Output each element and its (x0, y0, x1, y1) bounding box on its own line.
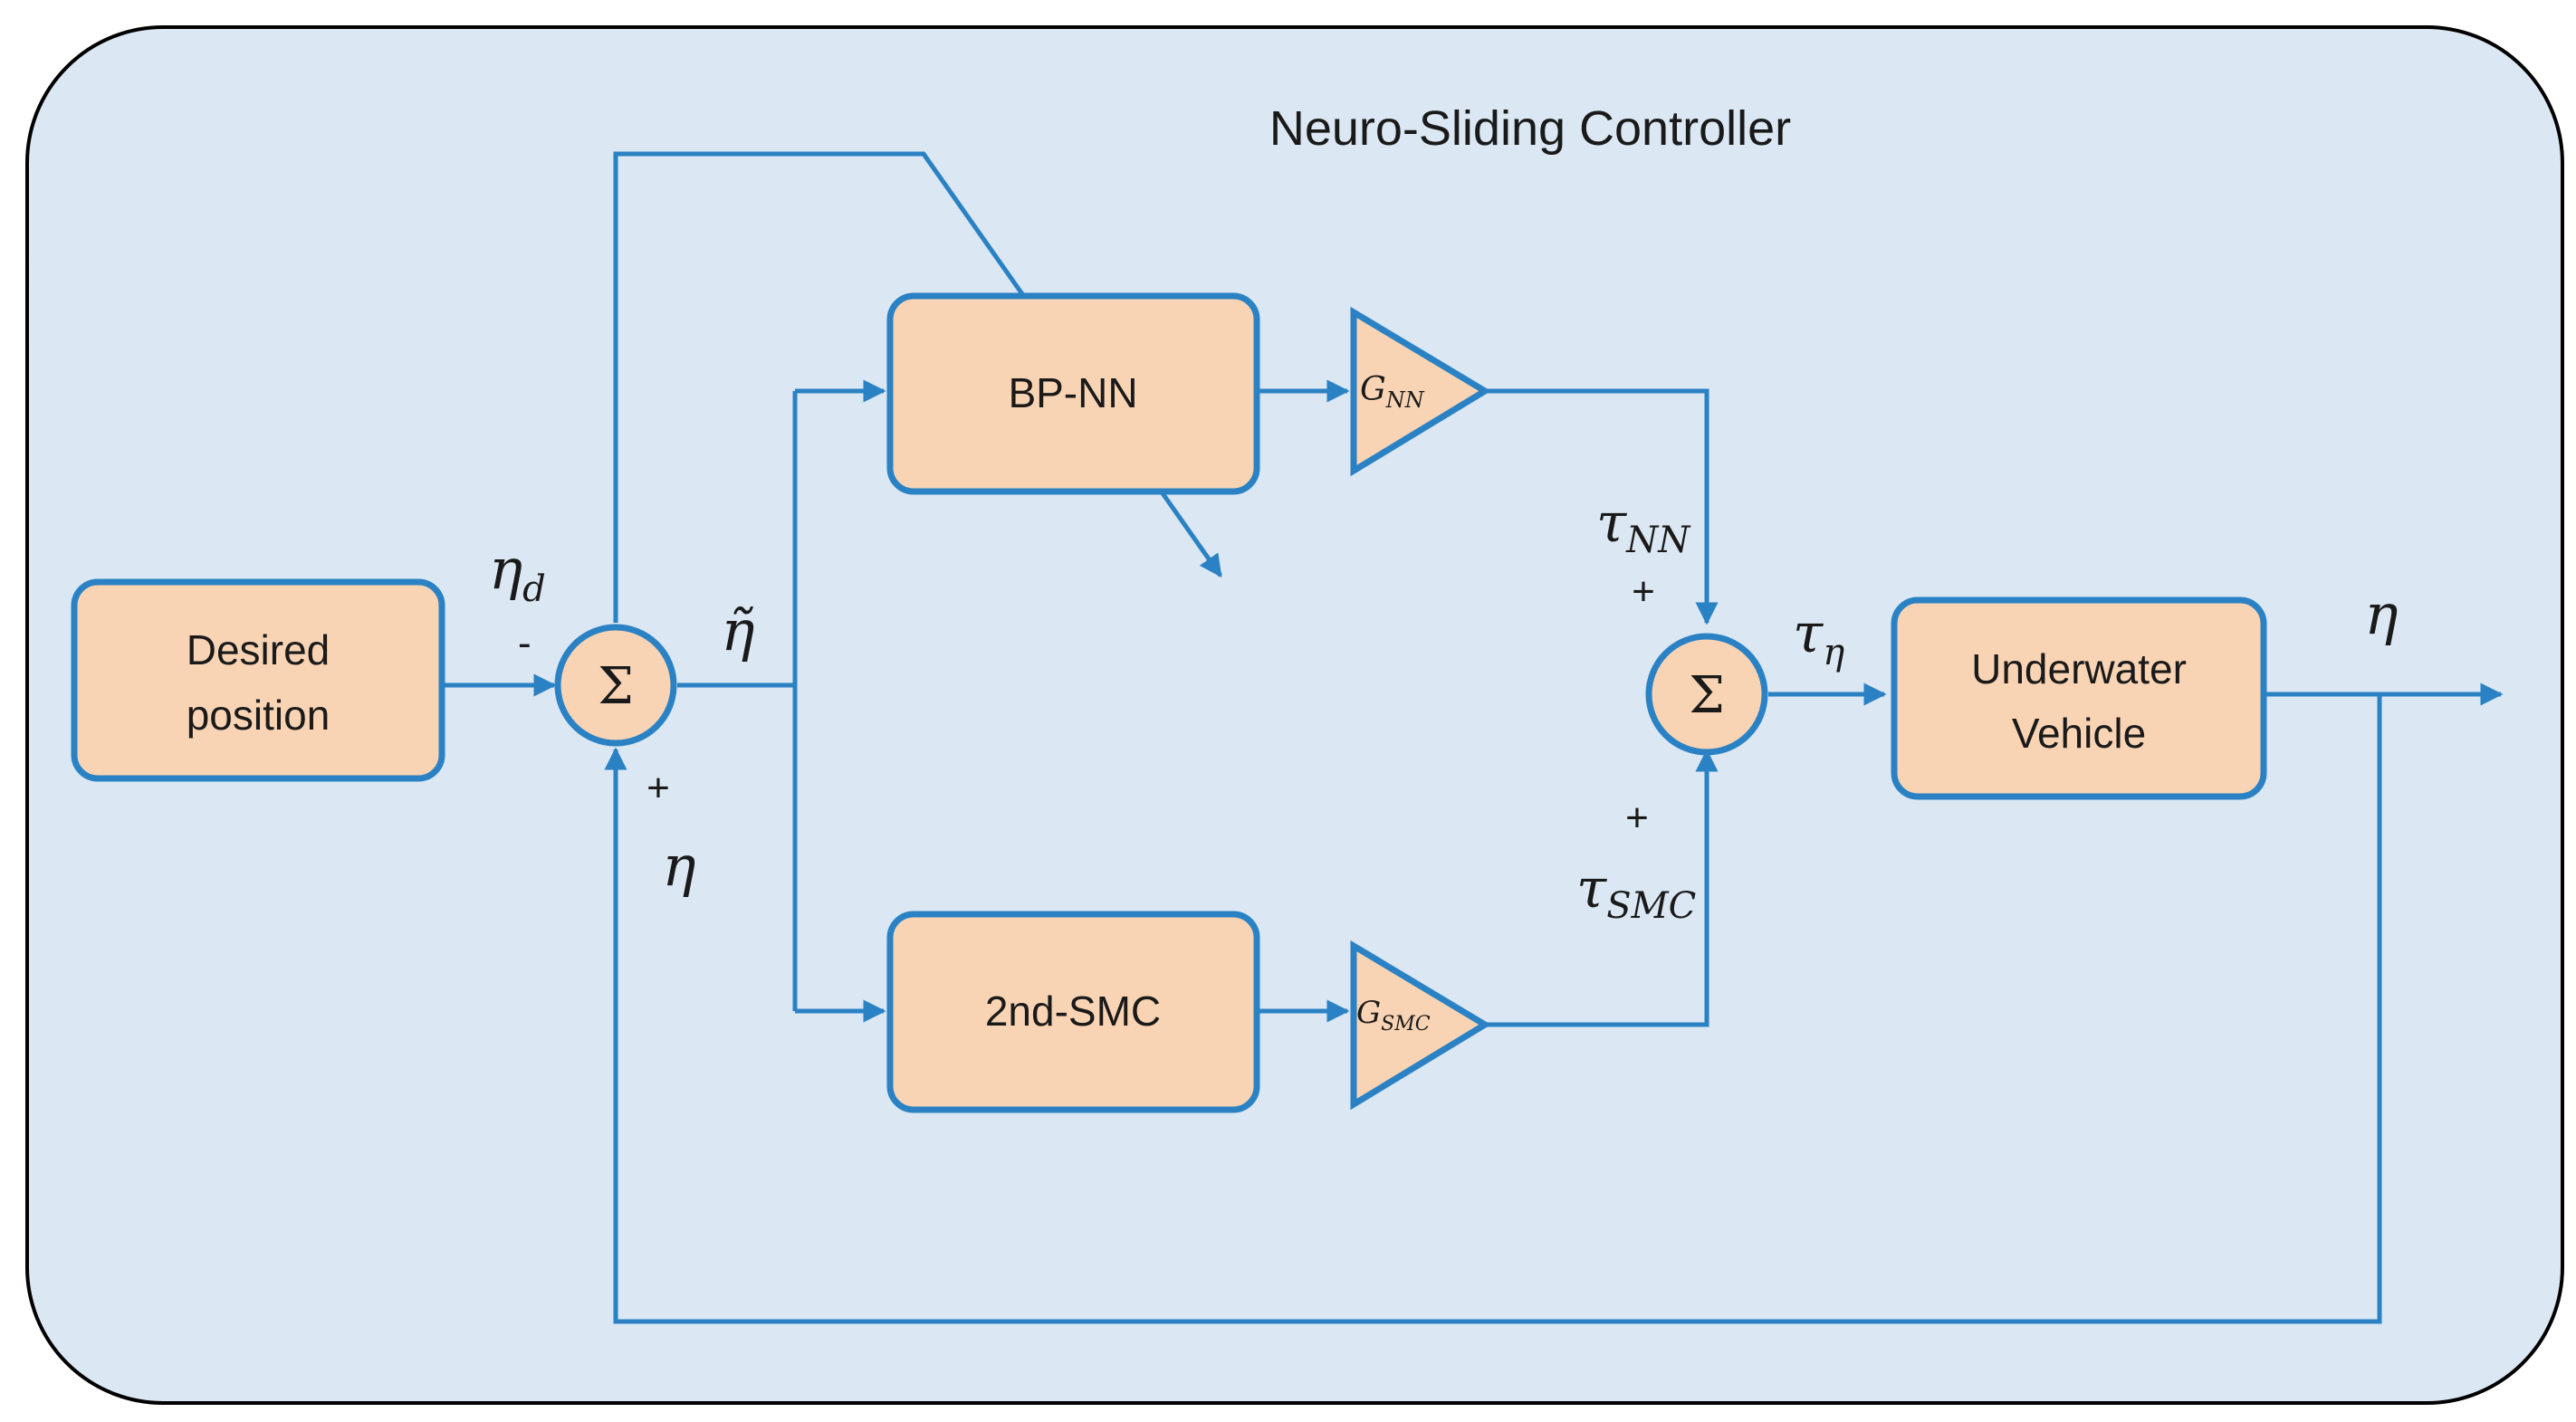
gain-smc-sub: SMC (1381, 1013, 1431, 1035)
gain-smc-base: G (1356, 995, 1381, 1031)
signal-tau-eta-base: τ (1793, 602, 1824, 665)
summing-junction-1: Σ (554, 624, 677, 747)
gain-smc-triangle: GSMC (1350, 940, 1491, 1111)
summing-junction-2: Σ (1645, 633, 1768, 756)
svg-text:GNN: GNN (1360, 371, 1425, 413)
desired-position-block: Desired position (71, 578, 445, 782)
wire-gsmc-to-sum2 (1485, 749, 1719, 1027)
panel-title: Neuro-Sliding Controller (1269, 101, 1791, 156)
signal-tau-nn-sub: NN (1625, 520, 1691, 561)
signal-eta-d: ηd (489, 536, 546, 610)
signal-tau-nn-base: τ (1596, 491, 1627, 555)
signal-tau-smc: τSMC (1576, 857, 1696, 927)
sum1-sign-bottom: + (646, 766, 670, 810)
sum2-sign-top: + (1632, 569, 1655, 614)
signal-tau-eta: τη (1793, 602, 1844, 673)
smc-block: 2nd-SMC (886, 911, 1260, 1113)
gain-nn-sub: NN (1385, 387, 1425, 413)
signal-tau-smc-base: τ (1576, 857, 1607, 921)
signal-eta-output: η (2364, 581, 2398, 647)
sum1-sign-top: - (518, 621, 531, 665)
desired-position-label-line2: position (187, 692, 330, 739)
signal-eta-tilde: η̃ (721, 597, 754, 663)
bp-nn-block: BP-NN (886, 292, 1260, 495)
desired-position-label-line1: Desired (187, 626, 330, 673)
wire-feedback-loop (604, 694, 2382, 1324)
signal-tau-eta-sub: η (1823, 632, 1844, 673)
signal-eta-d-sub: d (522, 568, 546, 610)
underwater-vehicle-block: Underwater Vehicle (1891, 596, 2267, 800)
smc-label: 2nd-SMC (985, 988, 1161, 1035)
sum2-symbol: Σ (1689, 666, 1725, 725)
vehicle-label-line2: Vehicle (2012, 710, 2146, 757)
signal-eta-feedback: η (662, 833, 695, 899)
vehicle-label-line1: Underwater (1971, 645, 2187, 692)
signal-tau-nn: τNN (1596, 491, 1691, 561)
sum1-symbol: Σ (598, 657, 634, 716)
controller-panel (25, 25, 2564, 1405)
sum2-sign-bottom: + (1625, 796, 1649, 840)
wire-gnn-to-sum2 (1485, 388, 1719, 625)
gain-nn-triangle: GNN (1350, 306, 1491, 477)
signal-eta-d-base: η (489, 536, 522, 602)
bp-nn-label: BP-NN (1008, 369, 1137, 416)
gain-nn-base: G (1360, 371, 1386, 408)
svg-text:GSMC: GSMC (1356, 995, 1431, 1035)
signal-tau-smc-sub: SMC (1606, 885, 1696, 927)
